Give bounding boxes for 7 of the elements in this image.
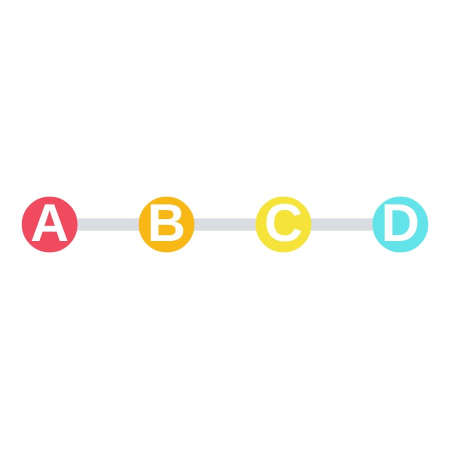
connector xyxy=(310,218,374,232)
node-circle: C xyxy=(256,197,312,253)
node-circle: B xyxy=(138,197,194,253)
connector xyxy=(192,218,258,232)
node-circle: A xyxy=(22,197,78,253)
node-circle: D xyxy=(372,197,428,253)
connector xyxy=(76,218,140,232)
